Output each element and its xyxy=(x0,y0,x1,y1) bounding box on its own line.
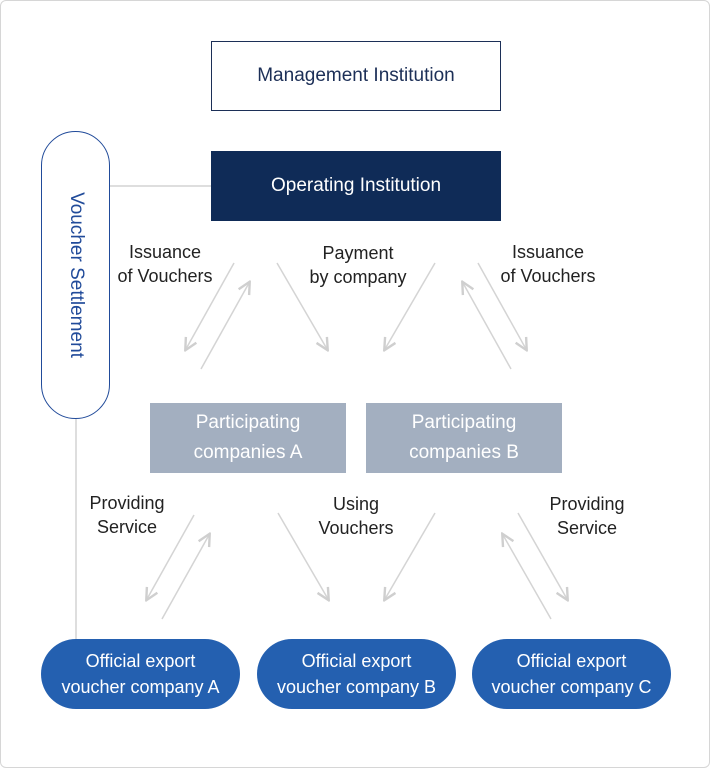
arrow-issuance-left-up xyxy=(200,283,249,370)
providing-right-line-1: Providing xyxy=(549,494,625,514)
providing-left-line-2: Service xyxy=(96,517,158,537)
using-label: Using Vouchers xyxy=(296,492,416,540)
providing-right-line-2: Service xyxy=(556,518,618,538)
providing-left-line-1: Providing xyxy=(89,493,165,513)
official-a-line-1: Official export xyxy=(85,651,196,671)
official-voucher-company-a: Official export voucher company A xyxy=(41,639,240,709)
providing-left-label: Providing Service xyxy=(67,491,187,539)
official-a-line-2: voucher company A xyxy=(61,677,220,697)
management-institution-box: Management Institution xyxy=(211,41,501,111)
official-c-line-1: Official export xyxy=(516,651,627,671)
voucher-settlement-label: Voucher Settlement xyxy=(65,192,87,358)
issuance-right-label: Issuance of Vouchers xyxy=(488,240,608,288)
issuance-right-line-2: of Vouchers xyxy=(500,266,596,286)
participating-b-line-1: Participating xyxy=(411,412,517,433)
participating-companies-a-box: Participating companies A xyxy=(150,403,346,473)
arrow-providing-right-up xyxy=(503,535,552,620)
participating-companies-b-box: Participating companies B xyxy=(366,403,562,473)
arrow-payment-from-operating xyxy=(385,262,436,349)
payment-label: Payment by company xyxy=(298,241,418,289)
using-line-2: Vouchers xyxy=(318,518,394,538)
participating-b-line-2: companies B xyxy=(409,442,519,463)
official-voucher-company-b: Official export voucher company B xyxy=(257,639,456,709)
operating-institution-box: Operating Institution xyxy=(211,151,501,221)
arrow-issuance-right-down xyxy=(477,262,526,349)
participating-a-line-1: Participating xyxy=(195,412,301,433)
arrow-providing-left-down xyxy=(147,514,195,599)
arrow-providing-right-down xyxy=(517,512,567,599)
issuance-left-line-2: of Vouchers xyxy=(117,266,213,286)
payment-line-2: by company xyxy=(309,267,407,287)
official-b-line-1: Official export xyxy=(301,651,412,671)
official-voucher-company-c: Official export voucher company C xyxy=(472,639,671,709)
arrow-issuance-right-up xyxy=(463,283,512,370)
official-c-line-2: voucher company C xyxy=(491,677,652,697)
official-b-line-2: voucher company B xyxy=(276,677,437,697)
payment-line-1: Payment xyxy=(322,243,394,263)
arrow-using-left xyxy=(277,512,328,599)
participating-a-line-2: companies A xyxy=(193,442,303,463)
providing-right-label: Providing Service xyxy=(527,492,647,540)
arrow-payment-to-operating xyxy=(276,262,327,349)
using-line-1: Using xyxy=(332,494,380,514)
management-institution-label: Management Institution xyxy=(257,65,455,86)
arrow-providing-left-up xyxy=(161,535,209,620)
voucher-settlement-pill: Voucher Settlement xyxy=(41,131,110,419)
issuance-left-label: Issuance of Vouchers xyxy=(105,240,225,288)
arrow-issuance-left-down xyxy=(186,262,235,349)
issuance-left-line-1: Issuance xyxy=(128,242,202,262)
arrow-using-right xyxy=(385,512,436,599)
operating-institution-label: Operating Institution xyxy=(270,175,442,196)
issuance-right-line-1: Issuance xyxy=(511,242,585,262)
